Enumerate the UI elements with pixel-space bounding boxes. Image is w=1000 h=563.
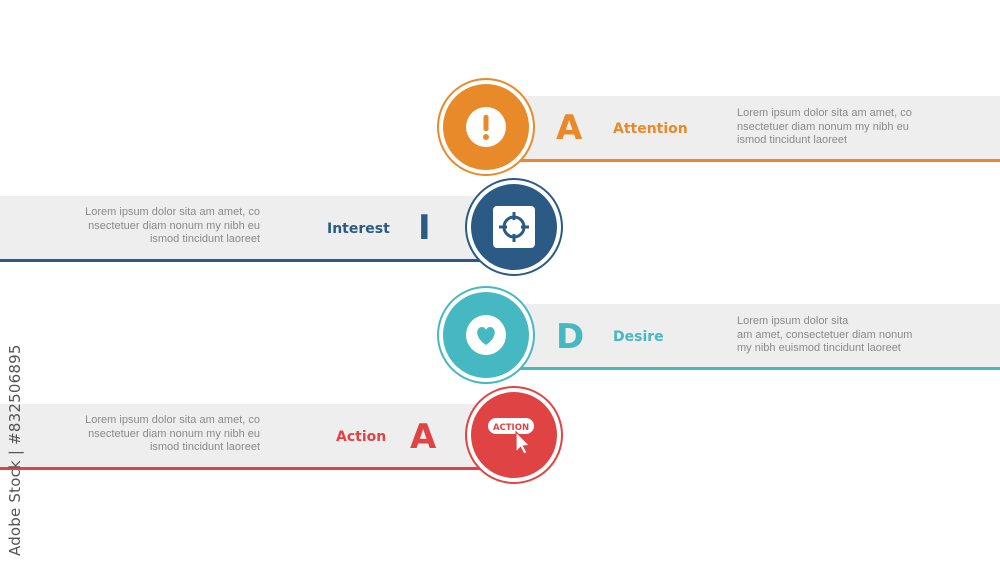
step-label-attention: Attention: [613, 121, 688, 137]
step-letter-action: A: [410, 417, 437, 457]
step-label-action: Action: [336, 429, 387, 445]
band-line-action: [0, 467, 514, 470]
desc-line: Lorem ipsum dolor sita am amet, co: [85, 206, 260, 218]
band-desire: [486, 304, 1000, 370]
step-letter-desire: D: [556, 317, 585, 357]
desc-line: ismod tincidunt laoreet: [149, 441, 260, 453]
step-desc-desire: Lorem ipsum dolor sita am amet, consecte…: [737, 315, 917, 356]
circle-action: ACTION: [465, 386, 563, 484]
step-label-desire: Desire: [613, 329, 664, 345]
desc-line: nsectetuer diam nonum my nibh eu: [88, 427, 260, 440]
band-action: [0, 404, 514, 470]
exclamation-icon: [466, 107, 506, 147]
circle-interest-fill: [471, 184, 557, 270]
band-attention: [486, 96, 1000, 162]
band-line-interest: [0, 259, 514, 262]
circle-desire: [437, 286, 535, 384]
band-line-desire: [486, 367, 1000, 370]
action-icon-text: ACTION: [493, 423, 529, 433]
step-desc-action: Lorem ipsum dolor sita am amet, co nsect…: [80, 414, 260, 455]
step-letter-attention: A: [556, 108, 583, 148]
desc-line: ismod tincidunt laoreet: [149, 233, 260, 245]
desc-line: Lorem ipsum dolor sita am amet, co: [737, 107, 912, 119]
step-desc-interest: Lorem ipsum dolor sita am amet, co nsect…: [80, 206, 260, 247]
action-button-cursor-icon: ACTION: [488, 418, 534, 455]
heart-icon: [466, 315, 506, 355]
circle-action-fill: ACTION: [471, 392, 557, 478]
desc-line: nsectetuer diam nonum my nibh eu: [88, 219, 260, 232]
step-desc-attention: Lorem ipsum dolor sita am amet, co nsect…: [737, 107, 917, 148]
desc-line: ismod tincidunt laoreet: [737, 134, 848, 146]
band-interest: [0, 196, 514, 262]
step-letter-interest: I: [418, 208, 431, 248]
stock-watermark: Adobe Stock | #832506895: [6, 344, 24, 556]
desc-line: my nibh euismod tincidunt laoreet: [737, 342, 901, 354]
target-crosshair-icon: [493, 206, 535, 248]
desc-line: Lorem ipsum dolor sita am amet, co: [85, 414, 260, 426]
desc-line: Lorem ipsum dolor sita: [737, 315, 849, 327]
circle-attention: [437, 78, 535, 176]
step-label-interest: Interest: [327, 221, 390, 237]
band-line-attention: [486, 159, 1000, 162]
circle-desire-fill: [443, 292, 529, 378]
desc-line: am amet, consectetuer diam nonum: [737, 328, 913, 341]
circle-interest: [465, 178, 563, 276]
desc-line: nsectetuer diam nonum my nibh eu: [737, 120, 909, 133]
circle-attention-fill: [443, 84, 529, 170]
